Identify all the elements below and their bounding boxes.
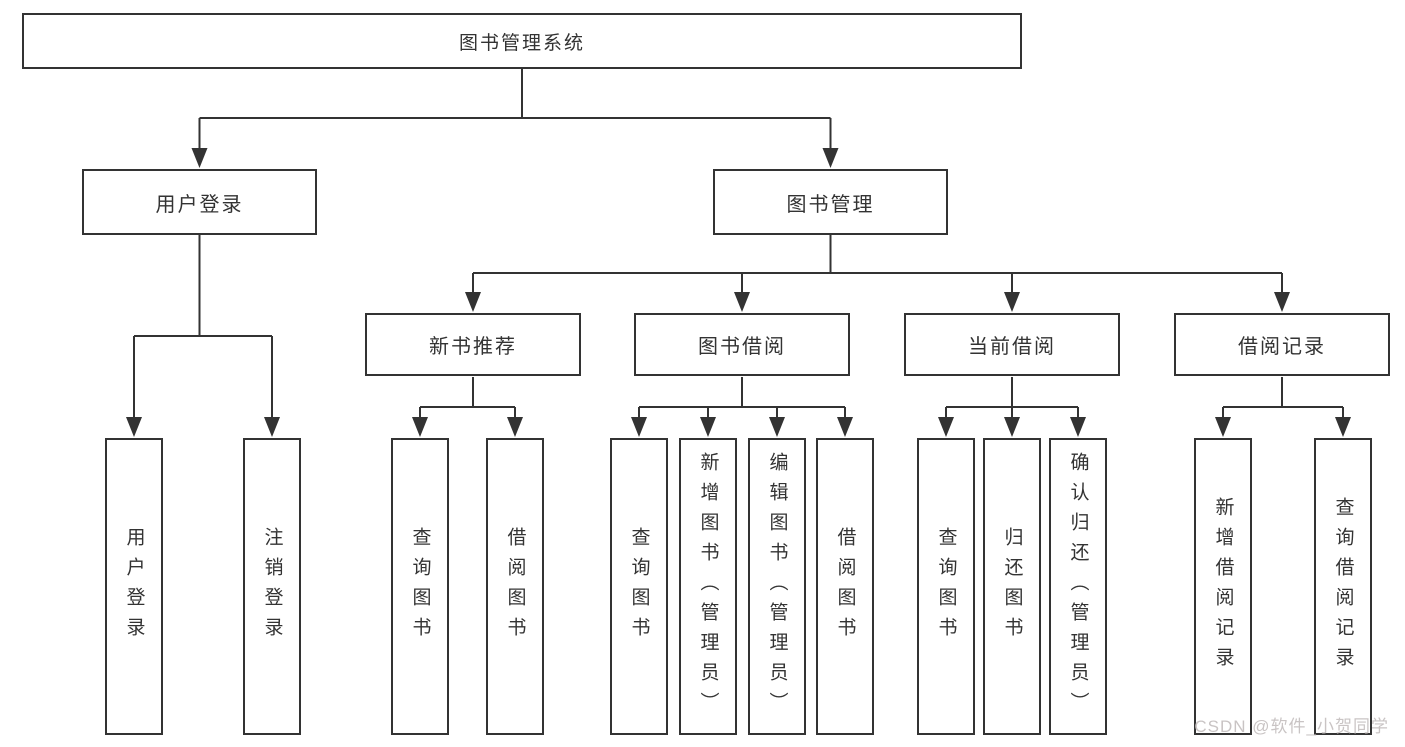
leaf-current-query-book-box: 查询图书 [917, 438, 975, 735]
leaf-add-borrow-record-label: 新增借阅记录 [1212, 496, 1234, 677]
leaf-query-borrow-record-label: 查询借阅记录 [1332, 496, 1354, 677]
current-borrow-box: 当前借阅 [904, 313, 1120, 376]
leaf-confirm-return-admin-label: 确认归还（管理员） [1067, 451, 1089, 722]
system-root-label: 图书管理系统 [458, 32, 585, 54]
leaf-add-book-admin-box: 新增图书（管理员） [679, 438, 737, 735]
leaf-edit-book-admin-label: 编辑图书（管理员） [766, 451, 788, 722]
leaf-confirm-return-admin-box: 确认归还（管理员） [1049, 438, 1107, 735]
user-login-box: 用户登录 [82, 169, 317, 235]
new-book-recommend-box: 新书推荐 [365, 313, 581, 376]
leaf-logout-label: 注销登录 [261, 526, 283, 647]
leaf-recommend-borrow-book-label: 借阅图书 [504, 526, 526, 647]
leaf-current-query-book-label: 查询图书 [935, 526, 957, 647]
current-borrow-label: 当前借阅 [968, 336, 1056, 358]
leaf-recommend-query-book-box: 查询图书 [391, 438, 449, 735]
borrow-record-label: 借阅记录 [1238, 336, 1326, 358]
leaf-borrow-book-label: 借阅图书 [834, 526, 856, 647]
book-borrow-label: 图书借阅 [698, 336, 786, 358]
leaf-add-book-admin-label: 新增图书（管理员） [697, 451, 719, 722]
leaf-borrow-query-book-label: 查询图书 [628, 526, 650, 647]
book-borrow-box: 图书借阅 [634, 313, 850, 376]
leaf-add-borrow-record-box: 新增借阅记录 [1194, 438, 1252, 735]
book-management-box: 图书管理 [713, 169, 948, 235]
leaf-return-book-label: 归还图书 [1001, 526, 1023, 647]
leaf-query-borrow-record-box: 查询借阅记录 [1314, 438, 1372, 735]
borrow-record-box: 借阅记录 [1174, 313, 1390, 376]
leaf-borrow-book-box: 借阅图书 [816, 438, 874, 735]
csdn-watermark: CSDN @软件_小贺同学 [1194, 717, 1389, 736]
leaf-edit-book-admin-box: 编辑图书（管理员） [748, 438, 806, 735]
leaf-recommend-borrow-book-box: 借阅图书 [486, 438, 544, 735]
leaf-user-login-label: 用户登录 [123, 526, 145, 647]
leaf-return-book-box: 归还图书 [983, 438, 1041, 735]
book-management-label: 图书管理 [786, 193, 875, 216]
leaf-logout-box: 注销登录 [243, 438, 301, 735]
leaf-user-login-box: 用户登录 [105, 438, 163, 735]
leaf-borrow-query-book-box: 查询图书 [610, 438, 668, 735]
user-login-label: 用户登录 [155, 193, 244, 216]
system-root-box: 图书管理系统 [22, 13, 1022, 69]
new-book-recommend-label: 新书推荐 [429, 336, 517, 358]
leaf-recommend-query-book-label: 查询图书 [409, 526, 431, 647]
